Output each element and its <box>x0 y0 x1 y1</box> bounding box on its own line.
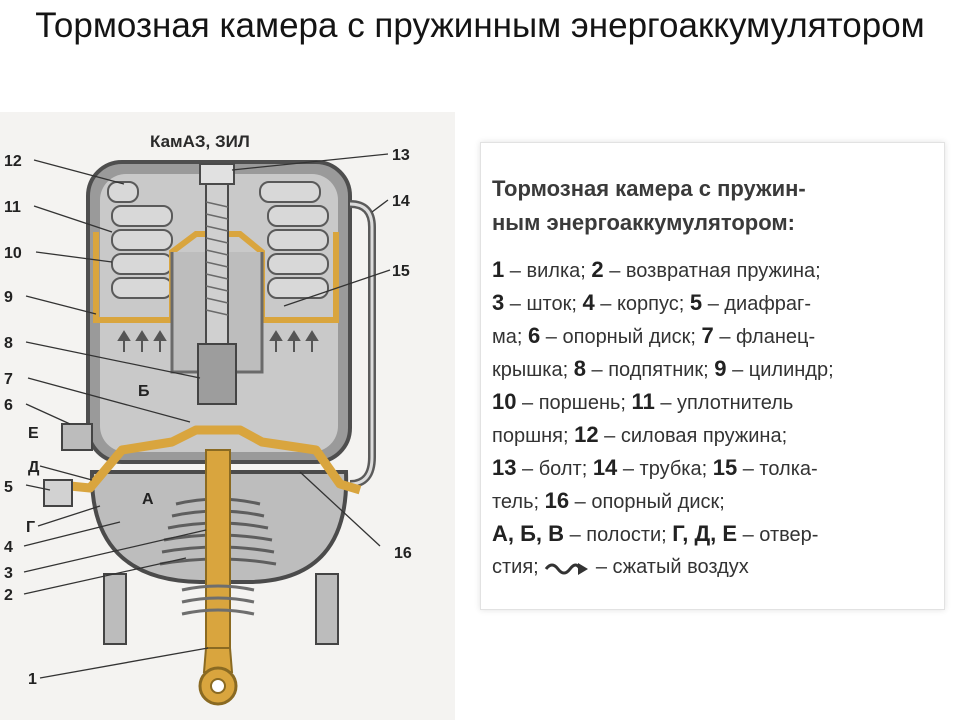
legend-line: 3 – шток; 4 – корпус; 5 – диафраг- <box>492 287 937 320</box>
callout-2: 2 <box>4 587 13 604</box>
mounting-stud-right <box>315 573 339 645</box>
legend-item-number: 13 <box>492 455 517 480</box>
legend-item-number: 3 <box>492 290 505 315</box>
legend-item-number: Г, Д, Е <box>672 521 738 546</box>
legend-title: Тормозная камера с пружин- ным энергоакк… <box>492 172 932 240</box>
legend-item-text: – болт; <box>516 458 593 480</box>
callout-6: 6 <box>4 397 13 414</box>
callout-12: 12 <box>4 153 22 170</box>
legend-item-number: 15 <box>712 455 738 480</box>
rod-3 <box>205 449 231 651</box>
legend-line: 13 – болт; 14 – трубка; 15 – толка- <box>492 452 937 485</box>
legend-item-number: 12 <box>574 422 599 447</box>
callout-3: 3 <box>4 565 13 582</box>
legend-item-text: – шток; <box>504 293 583 315</box>
legend-item-number: 10 <box>492 389 517 414</box>
legend-item-text: – диафраг- <box>702 293 811 315</box>
legend-item-number: 2 <box>591 257 604 282</box>
legend-item-text: стия; <box>492 556 545 578</box>
legend-item-text: – полости; <box>564 524 673 546</box>
callout-e: Е <box>28 425 39 442</box>
brake-chamber-diagram: 12 11 10 9 8 7 6 Е Д 5 Г 4 3 2 1 13 14 1… <box>4 147 412 706</box>
legend-panel <box>480 142 945 610</box>
port-e <box>61 423 93 451</box>
legend-item-text: крышка; <box>492 359 574 381</box>
legend-line: ма; 6 – опорный диск; 7 – фланец- <box>492 320 937 353</box>
legend-line: 10 – поршень; 11 – уплотнитель <box>492 386 937 419</box>
legend-item-number: А, Б, В <box>492 521 565 546</box>
legend-list: 1 – вилка; 2 – возвратная пружина;3 – шт… <box>492 254 937 583</box>
legend-item-text: – подпятник; <box>585 359 715 381</box>
callout-8: 8 <box>4 335 13 352</box>
legend-item-text: – уплотнитель <box>654 392 794 414</box>
legend-item-text: тель; <box>492 491 545 513</box>
air-arrows <box>117 330 319 352</box>
callout-15: 15 <box>392 263 410 280</box>
callout-1: 1 <box>28 671 37 688</box>
legend-line: 1 – вилка; 2 – возвратная пружина; <box>492 254 937 287</box>
pusher-8 <box>197 343 237 405</box>
diaphragm-5 <box>69 425 362 495</box>
diagram-model-label: КамАЗ, ЗИЛ <box>150 132 250 151</box>
callout-10: 10 <box>4 245 22 262</box>
legend-item-number: 1 <box>492 257 505 282</box>
legend-item-text: – отвер- <box>737 524 819 546</box>
legend-item-text: поршня; <box>492 425 575 447</box>
tube-14 <box>349 200 376 488</box>
legend-item-text: – силовая пружина; <box>598 425 788 447</box>
legend-item-text: – корпус; <box>594 293 690 315</box>
callout-d: Д <box>28 459 40 476</box>
force-spring-12 <box>107 181 329 299</box>
legend-item-text: – возвратная пружина; <box>603 260 821 282</box>
legend-item-text: – фланец- <box>713 326 816 348</box>
legend-title-line-2: ным энергоаккумулятором: <box>492 210 795 235</box>
callout-g: Г <box>26 519 35 536</box>
legend-item-number: 16 <box>544 488 570 513</box>
mounting-stud-left <box>103 573 127 645</box>
legend-item-number: 14 <box>592 455 618 480</box>
legend-item-number: 7 <box>701 323 714 348</box>
legend-title-line-1: Тормозная камера с пружин- <box>492 176 806 201</box>
callout-11: 11 <box>4 199 21 216</box>
legend-line: тель; 16 – опорный диск; <box>492 485 937 518</box>
legend-line: поршня; 12 – силовая пружина; <box>492 419 937 452</box>
legend-item-text: – вилка; <box>504 260 592 282</box>
callout-16: 16 <box>394 545 412 562</box>
callout-5: 5 <box>4 479 13 496</box>
callout-7: 7 <box>4 371 13 388</box>
legend-line: стия; – сжатый воздух <box>492 551 937 583</box>
legend-item-number: 4 <box>582 290 595 315</box>
callout-13: 13 <box>392 147 410 164</box>
legend-item-text: – поршень; <box>516 392 632 414</box>
callout-14: 14 <box>392 193 410 210</box>
legend-item-text: – опорный диск; <box>569 491 725 513</box>
bolt-13 <box>199 163 235 185</box>
legend-item-text: – опорный диск; <box>540 326 702 348</box>
legend-item-text: – трубка; <box>617 458 713 480</box>
legend-item-number: 8 <box>573 356 586 381</box>
legend-item-number: 9 <box>714 356 727 381</box>
page-title: Тормозная камера с пружинным энергоаккум… <box>35 6 925 45</box>
legend-item-text: – сжатый воздух <box>590 556 749 578</box>
legend-line: крышка; 8 – подпятник; 9 – цилиндр; <box>492 353 937 386</box>
legend-item-text: ма; <box>492 326 528 348</box>
legend-item-number: 11 <box>631 389 655 414</box>
legend-line: А, Б, В – полости; Г, Д, Е – отвер- <box>492 518 937 551</box>
legend-item-number: 5 <box>689 290 703 315</box>
cavity-b-label: Б <box>138 383 150 400</box>
compressed-air-arrow-icon <box>545 562 589 575</box>
cavity-a-label: А <box>142 491 154 508</box>
callout-9: 9 <box>4 289 13 306</box>
callout-4: 4 <box>4 539 13 556</box>
legend-item-number: 6 <box>528 323 541 348</box>
clamp-5 <box>43 479 73 507</box>
fork-1 <box>202 647 234 673</box>
legend-item-text: – толка- <box>737 458 818 480</box>
legend-item-text: – цилиндр; <box>726 359 834 381</box>
